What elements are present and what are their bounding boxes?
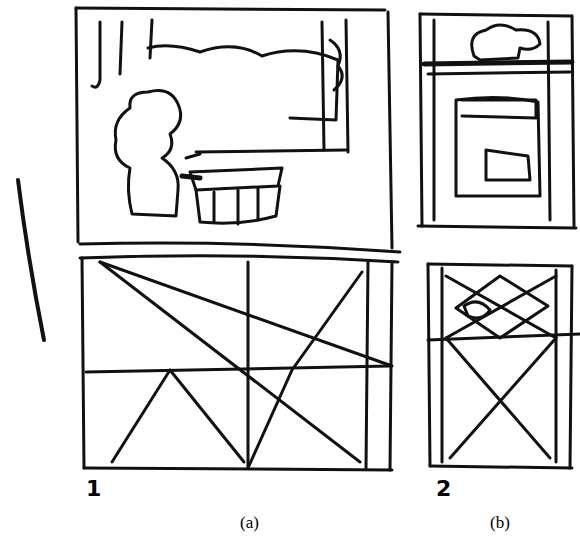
panel-caption: (a) — [240, 514, 259, 531]
sketch-number: 2 — [436, 478, 451, 500]
sketch-number: 1 — [86, 478, 101, 500]
panel-caption: (b) — [490, 514, 510, 531]
